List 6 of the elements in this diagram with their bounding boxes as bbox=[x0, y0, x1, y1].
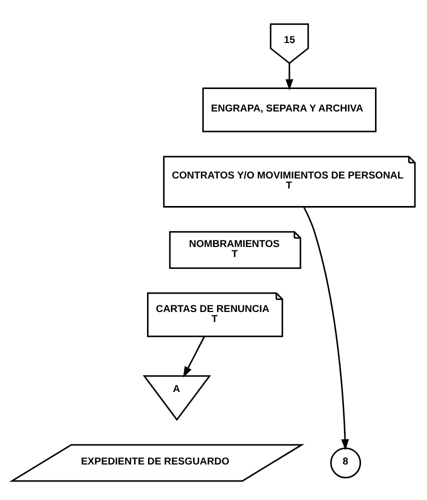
node-box: ENGRAPA, SEPARA Y ARCHIVA bbox=[202, 87, 377, 132]
arrow bbox=[183, 336, 205, 378]
arrow bbox=[303, 206, 349, 450]
node-label: EXPEDIENTE DE RESGUARDO bbox=[81, 456, 230, 467]
node-circle: 8 bbox=[330, 446, 362, 478]
arrow bbox=[286, 62, 294, 90]
